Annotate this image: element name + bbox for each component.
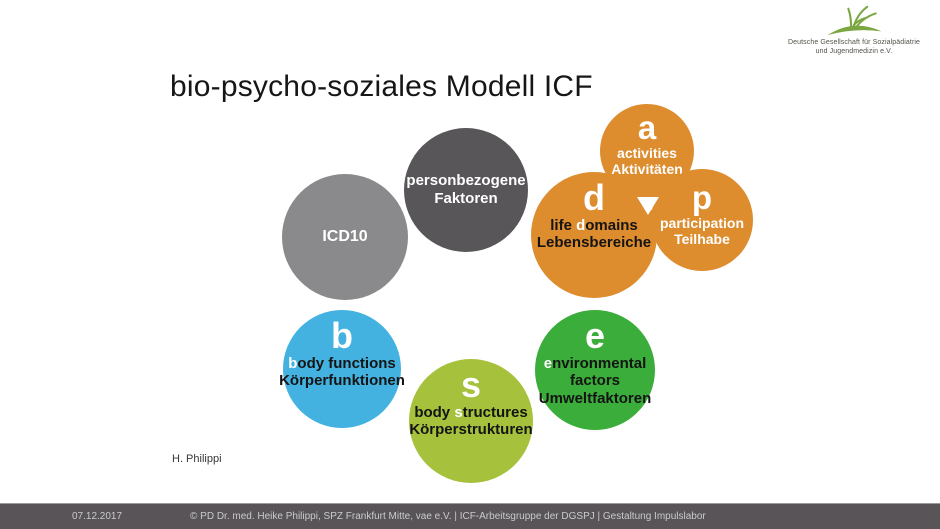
footer-date: 07.12.2017 — [72, 511, 123, 522]
personal-factors-line1: personbezogene — [406, 172, 526, 190]
body-functions-de: Körperfunktionen — [279, 372, 405, 390]
participation-letter: p — [691, 179, 713, 216]
logo-org-line1: Deutsche Gesellschaft für Sozialpädiatri… — [787, 39, 921, 46]
circle-participation: p participation Teilhabe — [651, 169, 753, 271]
environmental-en-line2: factors — [569, 372, 621, 390]
participation-de: Teilhabe — [674, 231, 730, 248]
circle-environmental-factors: e environmental factors Umweltfaktoren — [535, 310, 655, 430]
circle-personal-factors: personbezogene Faktoren — [404, 128, 528, 252]
activities-letter: a — [637, 109, 657, 146]
body-structures-en: body structures — [414, 403, 528, 421]
life-domains-letter: d — [583, 177, 605, 218]
body-functions-letter: b — [331, 315, 353, 356]
circle-body-functions: b body functions Körperfunktionen — [279, 310, 405, 428]
environmental-en: environmental — [543, 354, 647, 372]
logo-org-line2: und Jugendmedizin e.V. — [815, 48, 893, 56]
activities-en: activities — [617, 144, 677, 161]
environmental-de: Umweltfaktoren — [538, 389, 652, 407]
personal-factors-line2: Faktoren — [434, 190, 498, 207]
circle-life-domains: d life domains Lebensbereiche — [531, 172, 657, 298]
activities-de: Aktivitäten — [611, 161, 683, 178]
body-functions-en: body functions — [288, 354, 396, 372]
page-title: bio-psycho-soziales Modell ICF — [170, 70, 593, 103]
circle-icd10: ICD10 — [282, 174, 408, 300]
grass-sprout-icon — [770, 4, 938, 38]
arrow-down-icon — [637, 197, 659, 215]
author-name: H. Philippi — [172, 453, 222, 465]
life-domains-de: Lebensbereiche — [536, 234, 652, 252]
dgspj-logo: Deutsche Gesellschaft für Sozialpädiatri… — [770, 4, 938, 56]
environmental-letter: e — [584, 315, 606, 356]
footer-bar: 07.12.2017 © PD Dr. med. Heike Philippi,… — [0, 503, 940, 529]
body-structures-de: Körperstrukturen — [409, 421, 533, 439]
participation-en: participation — [659, 214, 744, 231]
life-domains-en: life domains — [550, 216, 638, 234]
circle-body-structures: s body structures Körperstrukturen — [409, 359, 533, 483]
icd10-label: ICD10 — [322, 227, 368, 245]
footer-credits: © PD Dr. med. Heike Philippi, SPZ Frankf… — [190, 511, 706, 522]
body-structures-letter: s — [460, 364, 482, 405]
